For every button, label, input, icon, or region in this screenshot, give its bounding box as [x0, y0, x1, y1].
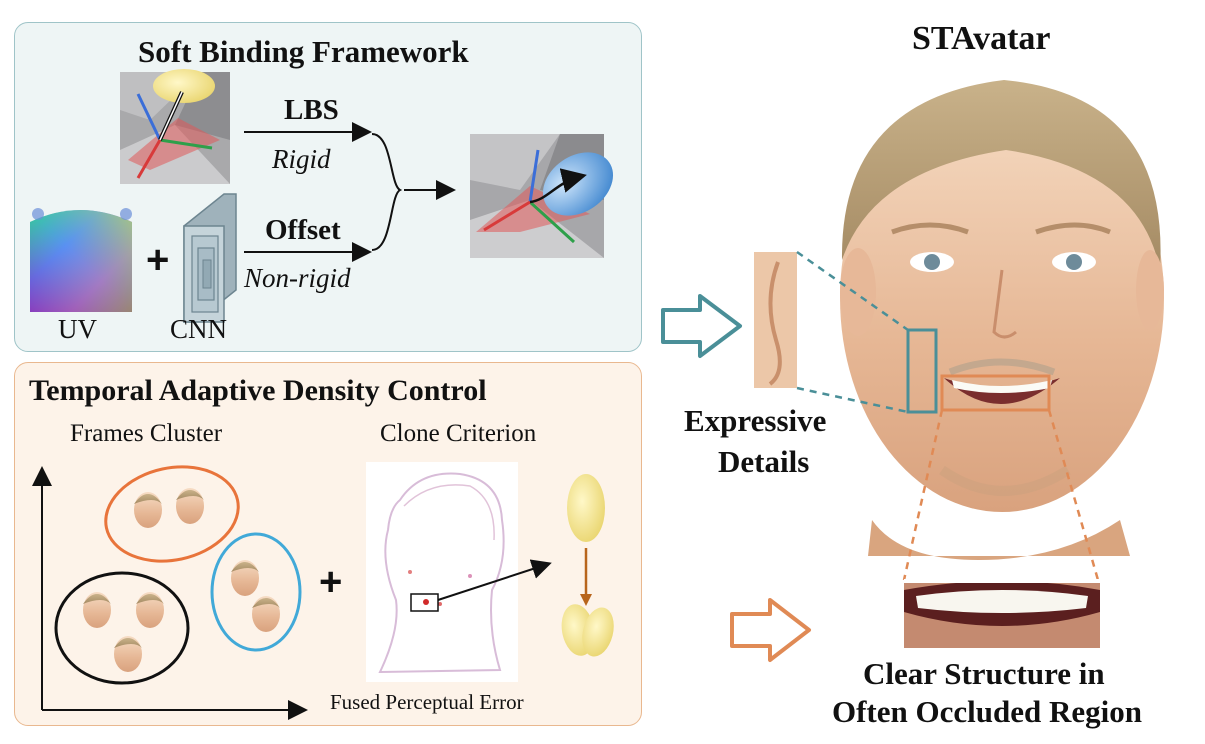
rigid-label: Rigid	[272, 144, 331, 174]
clear-structure-line1: Clear Structure in	[863, 656, 1105, 691]
clear-structure-line2: Often Occluded Region	[832, 694, 1142, 729]
orange-hollow-arrow	[730, 598, 811, 662]
clone-gaussians-icon	[561, 474, 614, 657]
expressive-details-inset	[754, 250, 938, 414]
stavatar-title: STAvatar	[912, 20, 1051, 57]
frames-cluster-label: Frames Cluster	[70, 420, 223, 447]
cnn-label: CNN	[170, 314, 228, 344]
occluded-region-inset	[902, 374, 1100, 648]
plus-sign-uv-cnn: +	[146, 238, 170, 282]
plus-sign-cluster-error: +	[319, 560, 343, 604]
soft-binding-title: Soft Binding Framework	[138, 34, 469, 69]
rigid-patch-image	[120, 69, 230, 184]
head-thumbnails	[83, 488, 280, 672]
clone-criterion-label: Clone Criterion	[380, 420, 537, 447]
cluster-black	[54, 571, 190, 685]
fused-error-label: Fused Perceptual Error	[330, 690, 524, 714]
deformed-patch-image	[470, 134, 614, 258]
cluster-blue	[210, 532, 302, 652]
cnn-block-icon	[183, 193, 237, 323]
cluster-orange	[104, 465, 240, 563]
tadc-title: Temporal Adaptive Density Control	[29, 374, 487, 407]
uv-map-image	[30, 208, 132, 312]
nonrigid-label: Non-rigid	[244, 263, 351, 293]
merge-brace	[371, 133, 403, 251]
offset-label: Offset	[265, 214, 341, 246]
error-map-image	[366, 462, 552, 682]
expressive-details-line2: Details	[718, 444, 810, 479]
lbs-label: LBS	[284, 94, 339, 126]
expressive-details-line1: Expressive	[684, 403, 827, 438]
avatar-face-image	[840, 80, 1164, 560]
uv-label: UV	[58, 314, 97, 344]
teal-hollow-arrow	[661, 294, 742, 358]
